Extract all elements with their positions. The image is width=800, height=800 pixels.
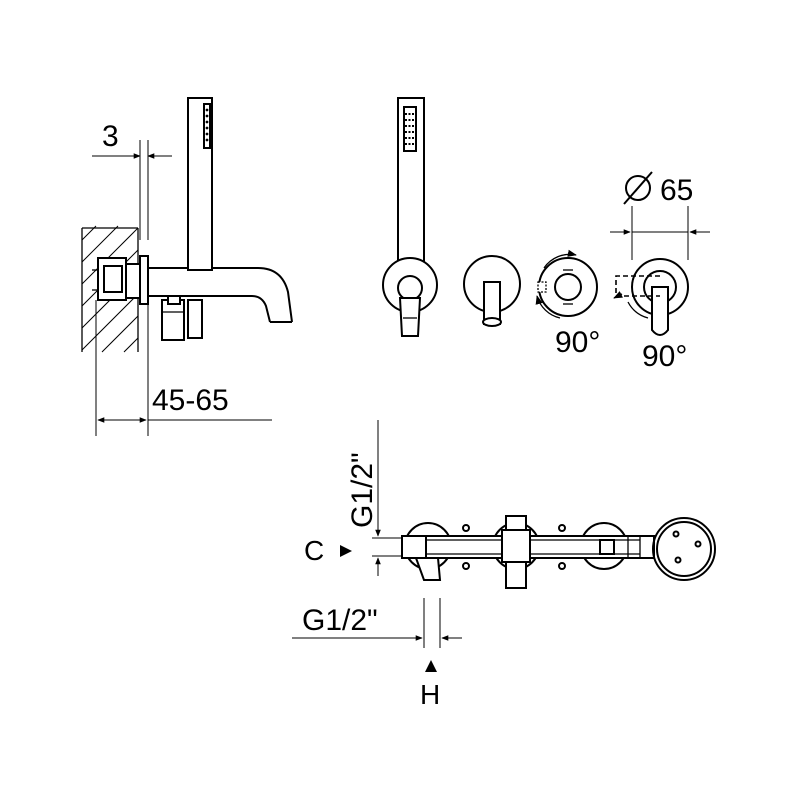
dimension-plate-thickness: 3 <box>92 120 172 240</box>
inlet-horizontal-label: G1/2" <box>302 604 378 637</box>
diameter-label: 65 <box>660 174 693 207</box>
dimension-diameter: 65 <box>610 171 710 260</box>
wall-depth-label: 45-65 <box>152 384 229 417</box>
rotation-left-label: 90° <box>555 326 600 359</box>
inlet-vertical-label: G1/2" <box>346 452 379 528</box>
dimension-wall-depth: 45-65 <box>95 300 272 436</box>
wall-hatch-icon <box>81 225 139 353</box>
shower-nozzle-grid <box>403 106 417 152</box>
front-view: 90° 90° 65 <box>382 97 710 373</box>
side-view: 3 <box>81 97 293 436</box>
shower-nozzles <box>205 108 209 142</box>
dimension-inlet-horizontal: G1/2" H <box>292 598 462 710</box>
plate-thickness-label: 3 <box>102 120 119 153</box>
top-view: G1/2" C <box>292 420 716 710</box>
hot-label: H <box>420 679 440 710</box>
diameter-symbol-icon <box>623 171 653 205</box>
rotation-right-label: 90° <box>642 340 687 373</box>
cold-label: C <box>304 535 324 566</box>
